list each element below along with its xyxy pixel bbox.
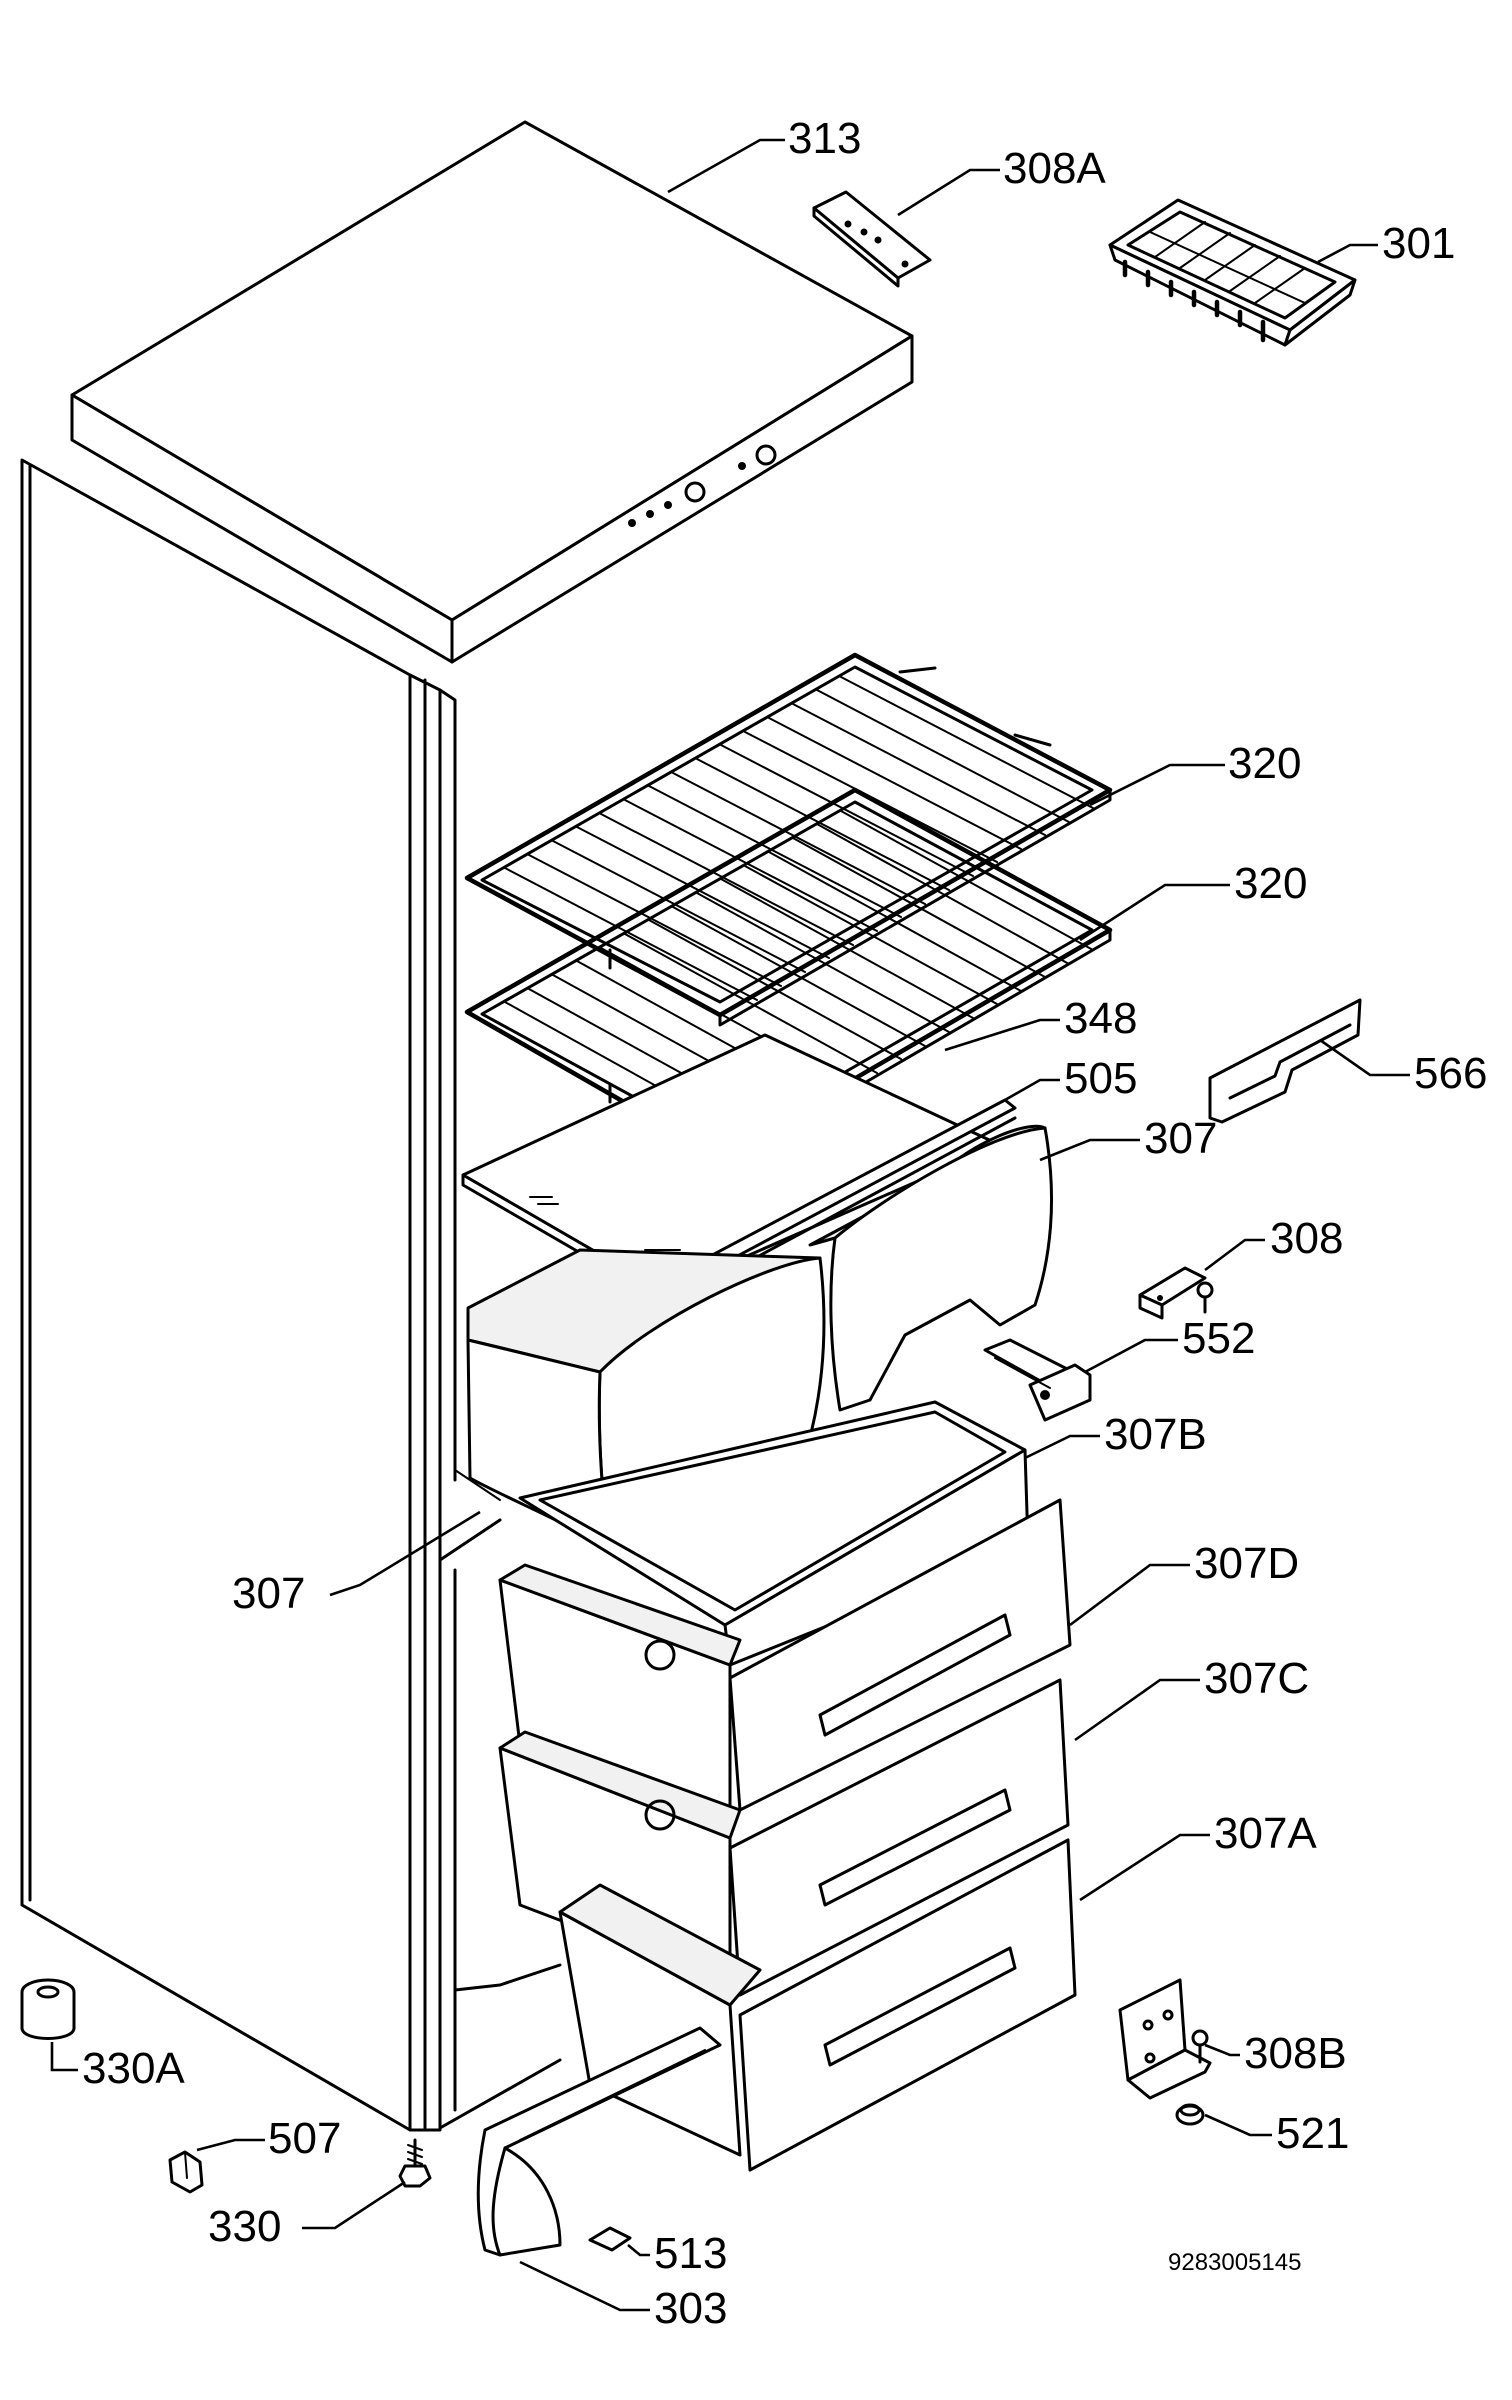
clip-507 — [168, 2150, 204, 2194]
drawer-rail — [983, 1338, 1092, 1422]
label-348: 348 — [1064, 994, 1137, 1043]
label-303: 303 — [654, 2284, 727, 2333]
label-307-right: 307 — [1144, 1114, 1217, 1163]
label-566: 566 — [1414, 1049, 1487, 1098]
middle-hinge — [1138, 1266, 1214, 1320]
label-320-upper: 320 — [1228, 739, 1301, 788]
label-505: 505 — [1064, 1054, 1137, 1103]
drawing-code: 9283005145 — [1168, 2249, 1301, 2276]
hinge-plate-top — [812, 190, 932, 288]
label-307a: 307A — [1214, 1809, 1317, 1858]
freezer-drawer-upper — [498, 1498, 1072, 1822]
label-308a: 308A — [1003, 144, 1106, 193]
part-labels: 313 308A 301 320 320 348 566 505 307 308… — [82, 114, 1487, 2333]
label-308: 308 — [1270, 1214, 1343, 1263]
adjustable-foot-330 — [398, 2138, 432, 2188]
label-307b: 307B — [1104, 1410, 1207, 1459]
label-513: 513 — [654, 2229, 727, 2278]
screw-521 — [1175, 2103, 1205, 2126]
label-313: 313 — [788, 114, 861, 163]
label-330: 330 — [208, 2202, 281, 2251]
control-knob-icon — [755, 444, 777, 466]
label-307d: 307D — [1194, 1539, 1299, 1588]
cap-513 — [588, 2226, 632, 2252]
leader-lines — [50, 138, 1410, 2312]
wire-shelf-upper — [464, 652, 1113, 1027]
hinge-bracket-308b — [1118, 1978, 1212, 2100]
label-308b: 308B — [1244, 2029, 1347, 2078]
freezer-basket-right — [808, 1124, 1054, 1412]
freezer-drawer-lower — [558, 1838, 1077, 2172]
label-301: 301 — [1382, 219, 1455, 268]
label-307-left: 307 — [232, 1569, 305, 1618]
label-552: 552 — [1182, 1314, 1255, 1363]
foot-330a — [20, 1978, 76, 2040]
label-507: 507 — [268, 2114, 341, 2163]
label-330a: 330A — [82, 2044, 185, 2093]
label-320-lower: 320 — [1234, 859, 1307, 908]
label-307c: 307C — [1204, 1654, 1309, 1703]
cabinet-body — [20, 458, 562, 2132]
label-521: 521 — [1276, 2109, 1349, 2158]
control-knob-icon — [684, 481, 706, 503]
ice-cube-tray — [1108, 198, 1357, 347]
top-cover — [70, 120, 914, 664]
kickplate-grille — [476, 2026, 722, 2257]
air-duct-plate — [1208, 998, 1362, 1124]
